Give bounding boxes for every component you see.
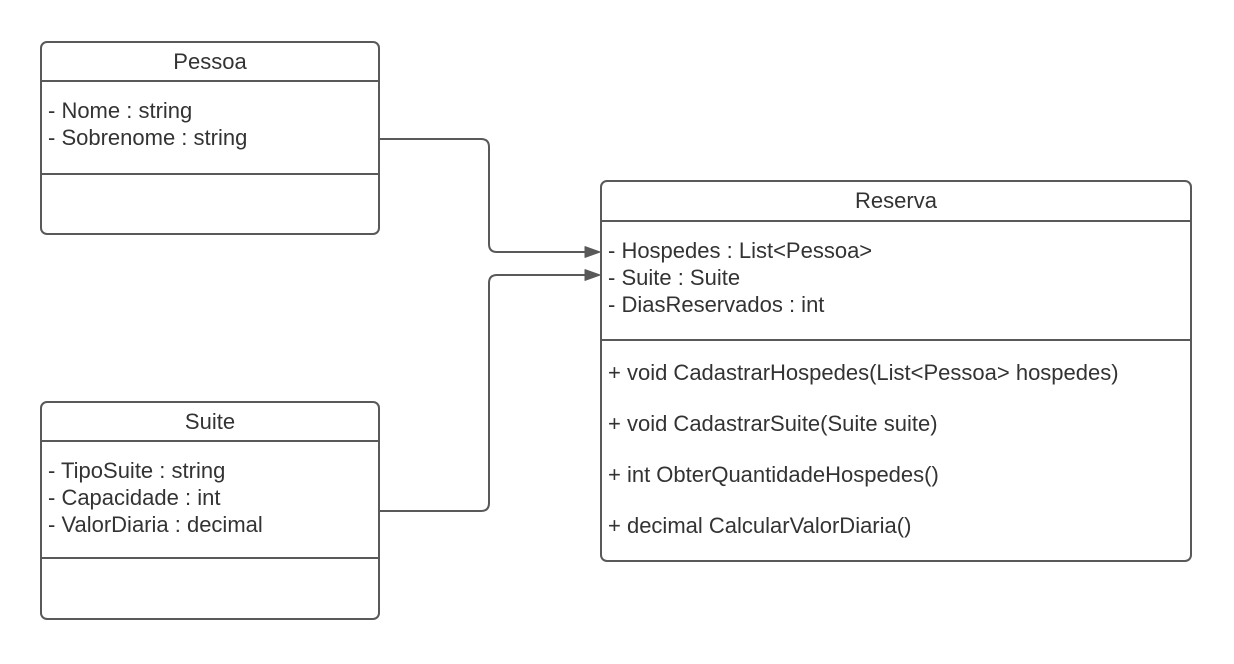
- class-reserva-title: Reserva: [855, 188, 937, 213]
- arrowhead-icon: [584, 269, 601, 281]
- connector-pessoa-reserva-line: [380, 138, 585, 253]
- class-suite-attributes: - TipoSuite : string - Capacidade : int …: [42, 440, 378, 557]
- attribute: - Sobrenome : string: [48, 125, 248, 150]
- connector-suite-reserva[interactable]: [380, 269, 601, 512]
- class-suite[interactable]: Suite - TipoSuite : string - Capacidade …: [40, 401, 380, 620]
- method: + int ObterQuantidadeHospedes(): [608, 462, 939, 487]
- attribute: - Suite : Suite: [608, 265, 741, 290]
- attribute: - Hospedes : List<Pessoa>: [608, 238, 873, 263]
- attribute: - ValorDiaria : decimal: [48, 512, 263, 537]
- method: + decimal CalcularValorDiaria(): [608, 513, 912, 538]
- class-pessoa-attributes: - Nome : string - Sobrenome : string: [42, 80, 378, 173]
- connector-pessoa-reserva[interactable]: [380, 138, 601, 258]
- method: + void CadastrarSuite(Suite suite): [608, 411, 938, 436]
- attribute: - Capacidade : int: [48, 485, 221, 510]
- connector-suite-reserva-line: [380, 274, 585, 512]
- attribute: - Nome : string: [48, 98, 193, 123]
- class-reserva-attributes: - Hospedes : List<Pessoa> - Suite : Suit…: [602, 220, 1190, 339]
- attribute: - DiasReservados : int: [608, 292, 825, 317]
- class-pessoa-methods-empty: [42, 173, 378, 233]
- class-suite-title: Suite: [184, 408, 236, 434]
- attribute: - TipoSuite : string: [48, 458, 226, 483]
- class-pessoa-title: Pessoa: [173, 48, 247, 74]
- arrowhead-icon: [584, 246, 601, 258]
- class-reserva-methods: + void CadastrarHospedes(List<Pessoa> ho…: [602, 339, 1190, 563]
- class-suite-methods-empty: [42, 557, 378, 618]
- class-pessoa[interactable]: Pessoa - Nome : string - Sobrenome : str…: [40, 41, 380, 235]
- method: + void CadastrarHospedes(List<Pessoa> ho…: [608, 360, 1119, 385]
- class-reserva[interactable]: Reserva - Hospedes : List<Pessoa> - Suit…: [600, 180, 1192, 562]
